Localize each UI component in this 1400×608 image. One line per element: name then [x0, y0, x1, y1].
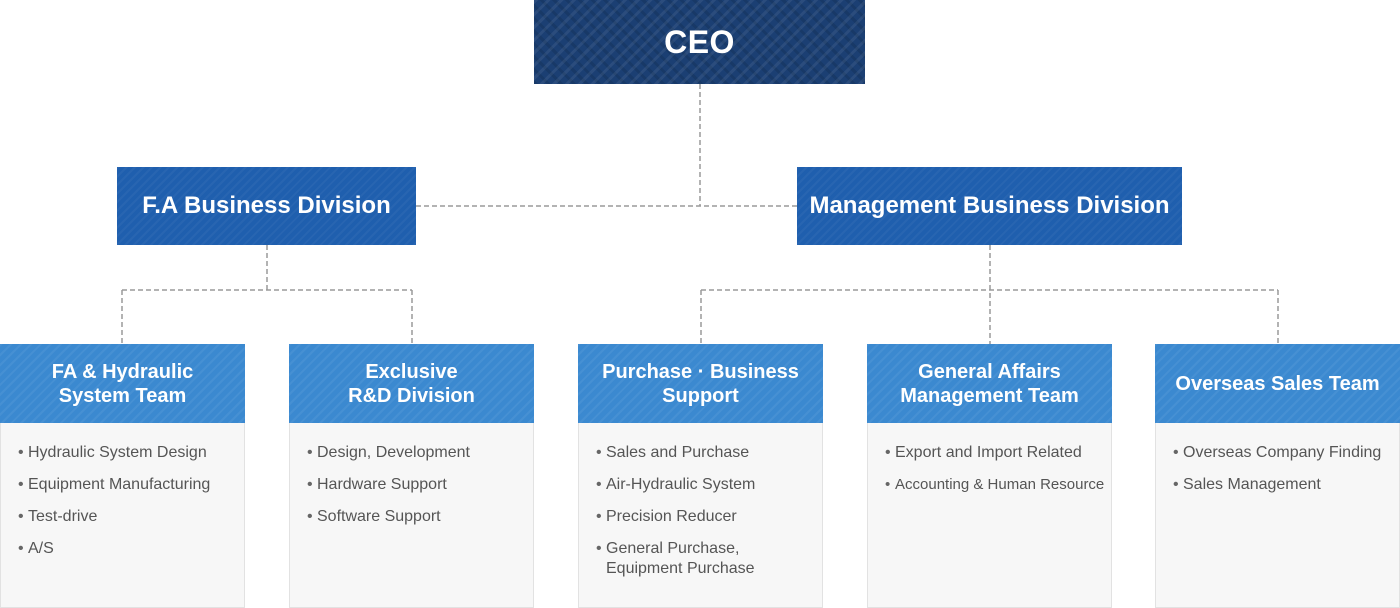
duty-item: A/S: [1, 539, 244, 559]
team-duties: Design, Development Hardware Support Sof…: [289, 423, 534, 608]
team-title: General Affairs Management Team: [900, 360, 1079, 407]
duty-item: Hardware Support: [290, 475, 533, 495]
duty-item: General Purchase, Equipment Purchase: [579, 539, 822, 579]
duty-item: Overseas Company Finding: [1156, 443, 1399, 463]
ceo-box: CEO: [534, 0, 865, 84]
duty-item: Sales Management: [1156, 475, 1399, 495]
team-header: Purchase · Business Support: [578, 344, 823, 423]
team-general-affairs-management: General Affairs Management Team Export a…: [867, 344, 1112, 608]
team-header: Overseas Sales Team: [1155, 344, 1400, 423]
division-label: F.A Business Division: [142, 192, 391, 219]
duty-item: Sales and Purchase: [579, 443, 822, 463]
team-duties: Overseas Company Finding Sales Managemen…: [1155, 423, 1400, 608]
duty-item: Accounting & Human Resource: [868, 475, 1111, 495]
team-duties: Sales and Purchase Air-Hydraulic System …: [578, 423, 823, 608]
team-overseas-sales: Overseas Sales Team Overseas Company Fin…: [1155, 344, 1400, 608]
team-duties: Export and Import Related Accounting & H…: [867, 423, 1112, 608]
duty-item: Export and Import Related: [868, 443, 1111, 463]
team-fa-hydraulic-system: FA & Hydraulic System Team Hydraulic Sys…: [0, 344, 245, 608]
duty-item: Test-drive: [1, 507, 244, 527]
team-title: Exclusive R&D Division: [348, 360, 475, 407]
team-header: General Affairs Management Team: [867, 344, 1112, 423]
team-duties: Hydraulic System Design Equipment Manufa…: [0, 423, 245, 608]
team-exclusive-rd: Exclusive R&D Division Design, Developme…: [289, 344, 534, 608]
team-title: FA & Hydraulic System Team: [51, 360, 194, 407]
fa-business-division-box: F.A Business Division: [117, 167, 416, 245]
team-title: Overseas Sales Team: [1175, 372, 1380, 395]
duty-item: Software Support: [290, 507, 533, 527]
duty-item: Design, Development: [290, 443, 533, 463]
duty-item: Hydraulic System Design: [1, 443, 244, 463]
team-header: FA & Hydraulic System Team: [0, 344, 245, 423]
team-purchase-business-support: Purchase · Business Support Sales and Pu…: [578, 344, 823, 608]
ceo-label: CEO: [664, 23, 735, 60]
team-title: Purchase · Business Support: [602, 360, 799, 407]
division-label: Management Business Division: [809, 192, 1170, 219]
duty-item: Air-Hydraulic System: [579, 475, 822, 495]
duty-item: Equipment Manufacturing: [1, 475, 244, 495]
management-business-division-box: Management Business Division: [797, 167, 1182, 245]
duty-item: Precision Reducer: [579, 507, 822, 527]
team-header: Exclusive R&D Division: [289, 344, 534, 423]
